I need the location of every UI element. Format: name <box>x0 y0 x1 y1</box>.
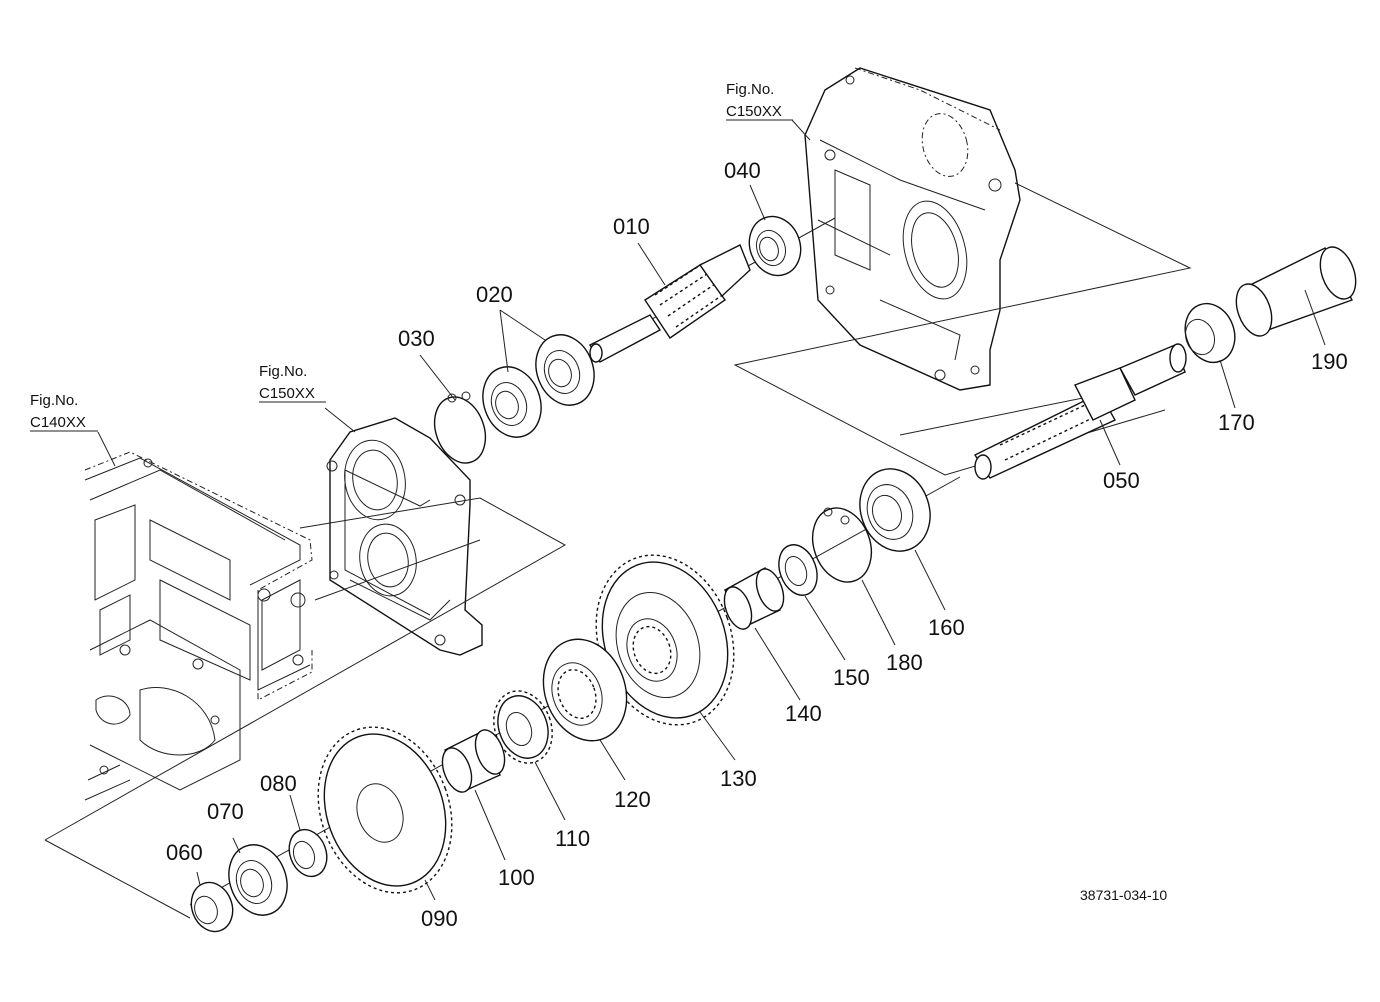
fig-ref-code: C140XX <box>30 414 86 431</box>
part-label-100[interactable]: 100 <box>498 865 535 890</box>
needle-bearing-140 <box>723 566 785 630</box>
leader-lines <box>97 119 1326 901</box>
snap-ring-180 <box>811 507 873 583</box>
bearing-040 <box>748 215 802 277</box>
part-label-070[interactable]: 070 <box>207 799 244 824</box>
gear-090 <box>317 726 453 894</box>
part-label-010[interactable]: 010 <box>613 214 650 239</box>
part-label-020[interactable]: 020 <box>476 282 513 307</box>
bearing-070 <box>228 844 288 916</box>
part-label-060[interactable]: 060 <box>166 840 203 865</box>
fig-ref-title: Fig.No. <box>259 363 307 380</box>
part-label-110[interactable]: 110 <box>555 826 590 851</box>
fig-ref-title: Fig.No. <box>30 392 78 409</box>
part-label-040[interactable]: 040 <box>724 158 761 183</box>
spacer-080 <box>288 828 328 878</box>
output-shaft-050 <box>973 343 1187 480</box>
part-label-120[interactable]: 120 <box>614 787 651 812</box>
part-labels: 010 020 030 040 050 060 070 080 090 100 … <box>166 158 1348 931</box>
transmission-case-left <box>84 451 313 801</box>
fig-ref-c150xx-right[interactable]: Fig.No. C150XX <box>726 81 793 121</box>
collar-060 <box>190 881 234 933</box>
part-label-140[interactable]: 140 <box>785 701 822 726</box>
fig-ref-code: C150XX <box>259 385 315 402</box>
fig-ref-c150xx-left[interactable]: Fig.No. C150XX <box>259 363 326 403</box>
part-label-050[interactable]: 050 <box>1103 468 1140 493</box>
drawing-code: 38731-034-10 <box>1080 887 1167 903</box>
fig-ref-code: C150XX <box>726 103 782 120</box>
part-label-090[interactable]: 090 <box>421 906 458 931</box>
fig-ref-title: Fig.No. <box>726 81 774 98</box>
washer-150 <box>778 544 818 596</box>
bearing-020-outer <box>535 334 595 406</box>
snap-ring-030 <box>433 391 487 464</box>
part-label-160[interactable]: 160 <box>928 615 965 640</box>
part-label-150[interactable]: 150 <box>833 665 870 690</box>
part-label-190[interactable]: 190 <box>1311 349 1348 374</box>
needle-bearing-100 <box>441 729 506 793</box>
bearing-plate <box>326 417 483 656</box>
part-label-030[interactable]: 030 <box>398 326 435 351</box>
part-label-170[interactable]: 170 <box>1218 410 1255 435</box>
part-label-080[interactable]: 080 <box>260 771 297 796</box>
bearing-160 <box>859 468 931 552</box>
transmission-case-right <box>804 67 1021 391</box>
pinion-shaft-010 <box>589 244 751 363</box>
collar-170 <box>1184 302 1236 364</box>
bearing-020-inner <box>482 366 542 438</box>
part-label-130[interactable]: 130 <box>720 766 757 791</box>
shifter-120 <box>542 638 628 742</box>
part-label-180[interactable]: 180 <box>886 650 923 675</box>
fig-ref-c140xx[interactable]: Fig.No. C140XX <box>30 392 98 432</box>
sleeve-190 <box>1235 246 1357 337</box>
